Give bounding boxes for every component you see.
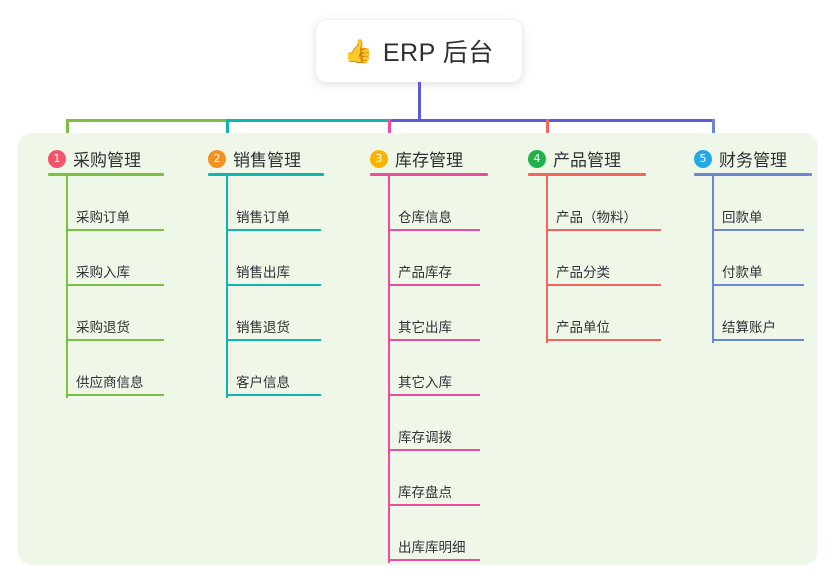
column-underline-4 (528, 173, 646, 176)
leaf-item-underline (388, 504, 480, 506)
leaf-item-underline (226, 339, 321, 341)
column-badge-3: 3 (370, 149, 388, 168)
diagram-panel: 1 采购管理采购订单采购入库采购退货供应商信息 2 销售管理销售订单销售出库销售退货客… (18, 133, 818, 565)
column-header-4[interactable]: 4 产品管理 (528, 146, 621, 171)
leaf-item-label: 结算账户 (722, 320, 776, 335)
leaf-item-underline (712, 229, 804, 231)
leaf-item-label: 销售订单 (236, 210, 290, 225)
column-spine-1 (66, 176, 68, 398)
leaf-item-label: 产品（物料） (556, 210, 637, 225)
leaf-item-label: 采购订单 (76, 210, 130, 225)
leaf-item-underline (712, 284, 804, 286)
column-underline-5 (694, 173, 812, 176)
column-spine-3 (388, 176, 390, 563)
leaf-item-label: 其它入库 (398, 375, 452, 390)
root-stem (418, 82, 421, 122)
connector-drop-2 (226, 119, 229, 146)
leaf-item-underline (546, 284, 661, 286)
column-title-5: 财务管理 (719, 151, 787, 170)
leaf-item-label: 付款单 (722, 265, 763, 280)
connector-drop-4 (546, 119, 549, 146)
thumbs-up-icon: 👍 (344, 37, 373, 64)
leaf-item-underline (226, 394, 321, 396)
column-spine-5 (712, 176, 714, 343)
column-underline-3 (370, 173, 488, 176)
column-title-4: 产品管理 (553, 151, 621, 170)
leaf-item-label: 客户信息 (236, 375, 290, 390)
leaf-item-underline (226, 229, 321, 231)
column-header-5[interactable]: 5 财务管理 (694, 146, 787, 171)
leaf-item-label: 库存盘点 (398, 485, 452, 500)
leaf-item-label: 其它出库 (398, 320, 452, 335)
column-spine-2 (226, 176, 228, 398)
connector-drop-3 (388, 119, 391, 146)
leaf-item-label: 采购退货 (76, 320, 130, 335)
column-underline-2 (208, 173, 324, 176)
connector-drop-1 (66, 119, 69, 146)
leaf-item-underline (388, 559, 480, 561)
column-header-3[interactable]: 3 库存管理 (370, 146, 463, 171)
connector-segment-3 (388, 119, 715, 122)
root-node-label: ERP 后台 (382, 39, 494, 67)
column-badge-2: 2 (208, 149, 226, 168)
leaf-item-label: 销售退货 (236, 320, 290, 335)
column-badge-5: 5 (694, 149, 712, 168)
column-header-1[interactable]: 1 采购管理 (48, 146, 141, 171)
leaf-item-label: 仓库信息 (398, 210, 452, 225)
leaf-item-label: 产品分类 (556, 265, 610, 280)
connector-segment-2 (226, 119, 388, 122)
leaf-item-underline (388, 449, 480, 451)
column-spine-4 (546, 176, 548, 343)
column-badge-4: 4 (528, 149, 546, 168)
leaf-item-label: 出库库明细 (398, 540, 466, 555)
leaf-item-underline (388, 229, 480, 231)
column-header-2[interactable]: 2 销售管理 (208, 146, 301, 171)
column-underline-1 (48, 173, 164, 176)
leaf-item-underline (546, 229, 661, 231)
leaf-item-label: 供应商信息 (76, 375, 144, 390)
root-node[interactable]: 👍 ERP 后台 (316, 20, 522, 82)
leaf-item-label: 销售出库 (236, 265, 290, 280)
leaf-item-underline (388, 284, 480, 286)
connector-drop-5 (712, 119, 715, 146)
leaf-item-label: 产品单位 (556, 320, 610, 335)
leaf-item-underline (66, 394, 164, 396)
connector-segment-1 (66, 119, 226, 122)
leaf-item-underline (546, 339, 661, 341)
column-title-3: 库存管理 (395, 151, 463, 170)
leaf-item-underline (388, 394, 480, 396)
leaf-item-underline (66, 339, 164, 341)
column-title-2: 销售管理 (233, 151, 301, 170)
leaf-item-underline (388, 339, 480, 341)
leaf-item-label: 采购入库 (76, 265, 130, 280)
column-badge-1: 1 (48, 149, 66, 168)
leaf-item-label: 产品库存 (398, 265, 452, 280)
leaf-item-underline (66, 284, 164, 286)
leaf-item-underline (66, 229, 164, 231)
leaf-item-underline (712, 339, 804, 341)
leaf-item-label: 库存调拨 (398, 430, 452, 445)
leaf-item-label: 回款单 (722, 210, 763, 225)
column-title-1: 采购管理 (73, 151, 141, 170)
leaf-item-underline (226, 284, 321, 286)
